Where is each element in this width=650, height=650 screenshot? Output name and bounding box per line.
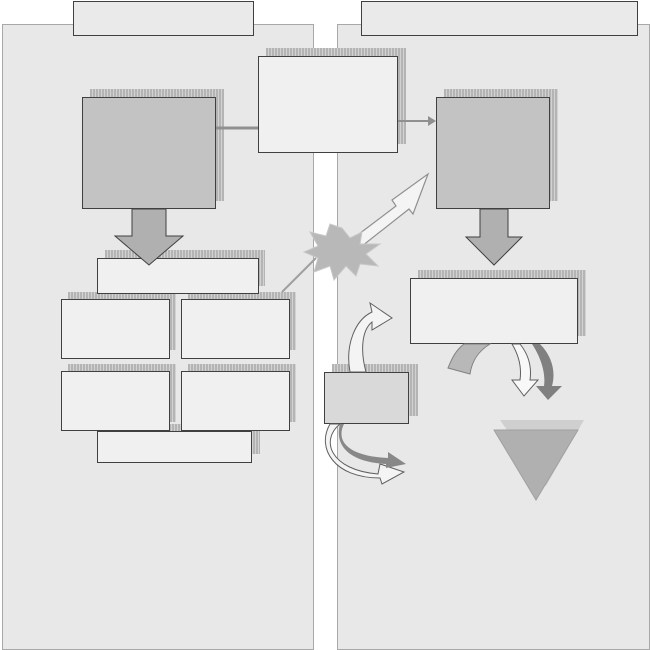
left-bottom-box: [97, 431, 252, 463]
curved-right-arrow-shadow: [532, 344, 562, 400]
burst-shape: [302, 223, 382, 282]
left-wide-box: [97, 258, 259, 294]
down-arrow-left: [113, 208, 185, 266]
left-column-title: [73, 1, 254, 36]
grid-box-4: [181, 371, 290, 431]
diagonal-connector: [281, 257, 317, 293]
grid-box-2: [181, 299, 290, 359]
right-top-box: [436, 97, 550, 209]
connector-arrowhead: [428, 116, 436, 126]
curved-up-arrow: [348, 301, 393, 373]
right-side-box: [324, 372, 409, 424]
diagonal-arrow: [345, 172, 430, 251]
right-column-title: [361, 1, 638, 36]
curved-right-arrow: [511, 343, 540, 397]
curved-bottom-arrow-shadow: [338, 424, 406, 468]
down-arrow-right: [464, 208, 524, 266]
right-wide-box: [410, 278, 578, 344]
curved-left-arrow: [447, 343, 492, 375]
center-box: [258, 56, 398, 153]
grid-box-3: [61, 371, 170, 431]
left-top-box: [82, 97, 216, 209]
grid-box-1: [61, 299, 170, 359]
inverted-triangle: [493, 429, 579, 501]
curved-bottom-arrow: [325, 423, 406, 485]
